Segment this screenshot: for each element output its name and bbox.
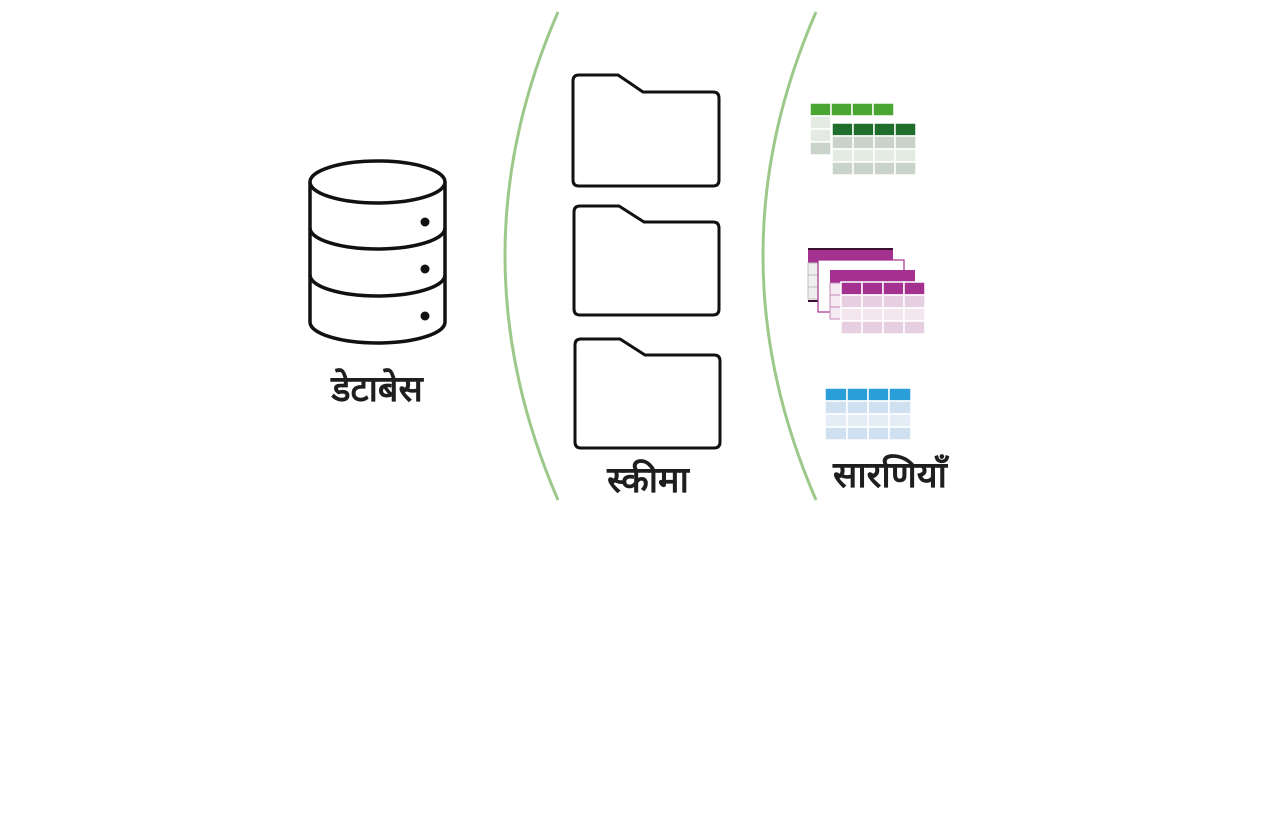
table-icon — [824, 387, 912, 441]
folder-icon — [573, 337, 722, 450]
database-icon — [308, 159, 447, 345]
database-label: डेटाबेस — [331, 369, 423, 410]
bracket-right — [761, 11, 818, 501]
schema-label: स्कीमा — [607, 460, 689, 501]
table-icon — [807, 248, 926, 335]
folder-icon — [572, 204, 721, 317]
bracket-left — [503, 11, 560, 501]
table-icon — [809, 102, 917, 176]
tables-label: सारणियाँ — [833, 455, 947, 496]
folder-icon — [571, 73, 721, 188]
